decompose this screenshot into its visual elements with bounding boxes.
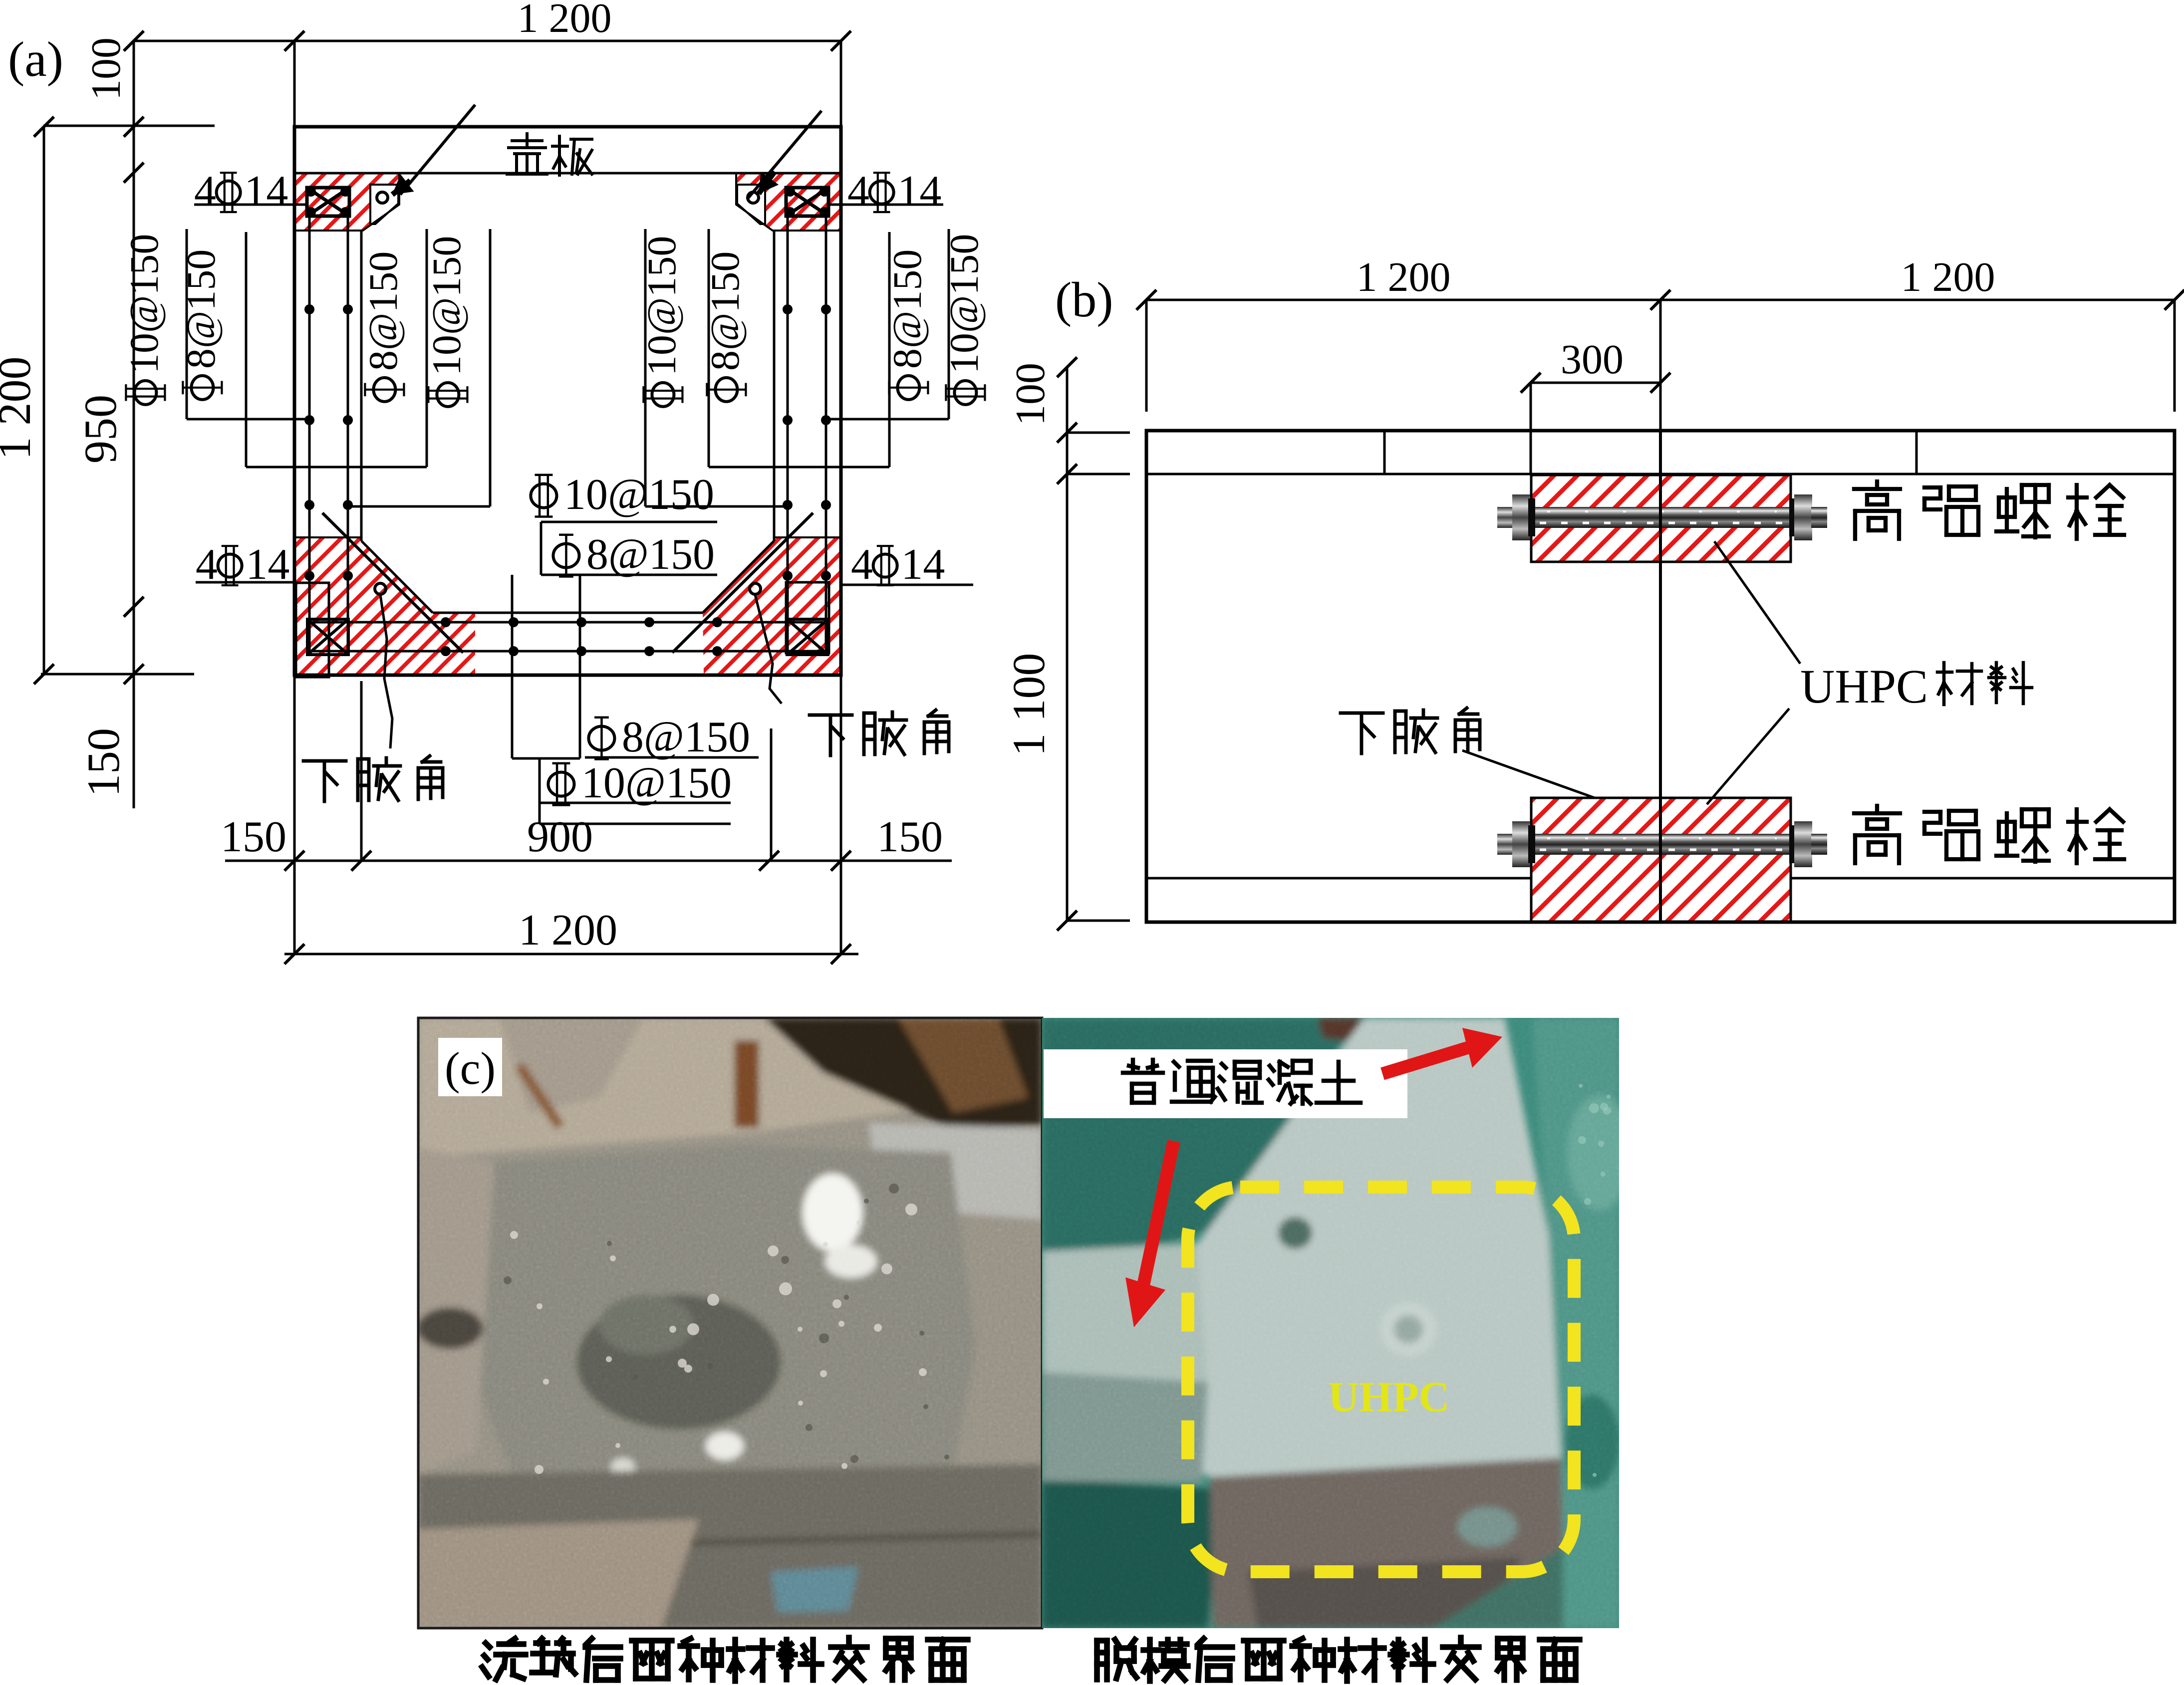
svg-text:1 200: 1 200 [1357,254,1451,300]
svg-text:4: 4 [851,540,873,589]
svg-text:(a): (a) [8,31,63,87]
svg-text:UHPC: UHPC [1800,660,1928,713]
svg-text:1 200: 1 200 [0,357,40,460]
svg-text:900: 900 [527,813,593,861]
svg-text:8@150: 8@150 [586,530,715,579]
svg-text:10@150: 10@150 [581,759,732,807]
svg-text:4: 4 [847,167,869,216]
svg-text:150: 150 [221,813,286,861]
svg-text:950: 950 [75,395,126,464]
svg-text:10@150: 10@150 [564,471,714,519]
svg-text:100: 100 [1007,363,1054,426]
svg-text:10@150: 10@150 [121,234,167,374]
svg-text:8@150: 8@150 [622,713,750,761]
svg-text:8@150: 8@150 [884,249,930,369]
svg-text:14: 14 [244,167,288,216]
svg-text:150: 150 [78,728,129,797]
svg-text:4: 4 [196,540,218,589]
svg-text:14: 14 [897,167,941,216]
svg-text:(b): (b) [1055,272,1113,327]
svg-text:14: 14 [246,540,289,589]
svg-text:100: 100 [83,37,129,100]
svg-text:UHPC: UHPC [1328,1373,1450,1421]
svg-text:1 200: 1 200 [518,0,612,41]
svg-text:4: 4 [194,167,216,216]
svg-text:(c): (c) [445,1043,496,1094]
svg-text:14: 14 [901,540,945,589]
svg-text:1 200: 1 200 [1901,254,1995,300]
svg-text:300: 300 [1561,336,1624,383]
svg-text:150: 150 [877,813,943,861]
svg-text:1 200: 1 200 [519,906,617,955]
svg-text:1 100: 1 100 [1003,653,1054,756]
svg-text:10@150: 10@150 [424,236,469,376]
svg-text:8@150: 8@150 [360,251,406,371]
svg-text:8@150: 8@150 [178,249,224,369]
